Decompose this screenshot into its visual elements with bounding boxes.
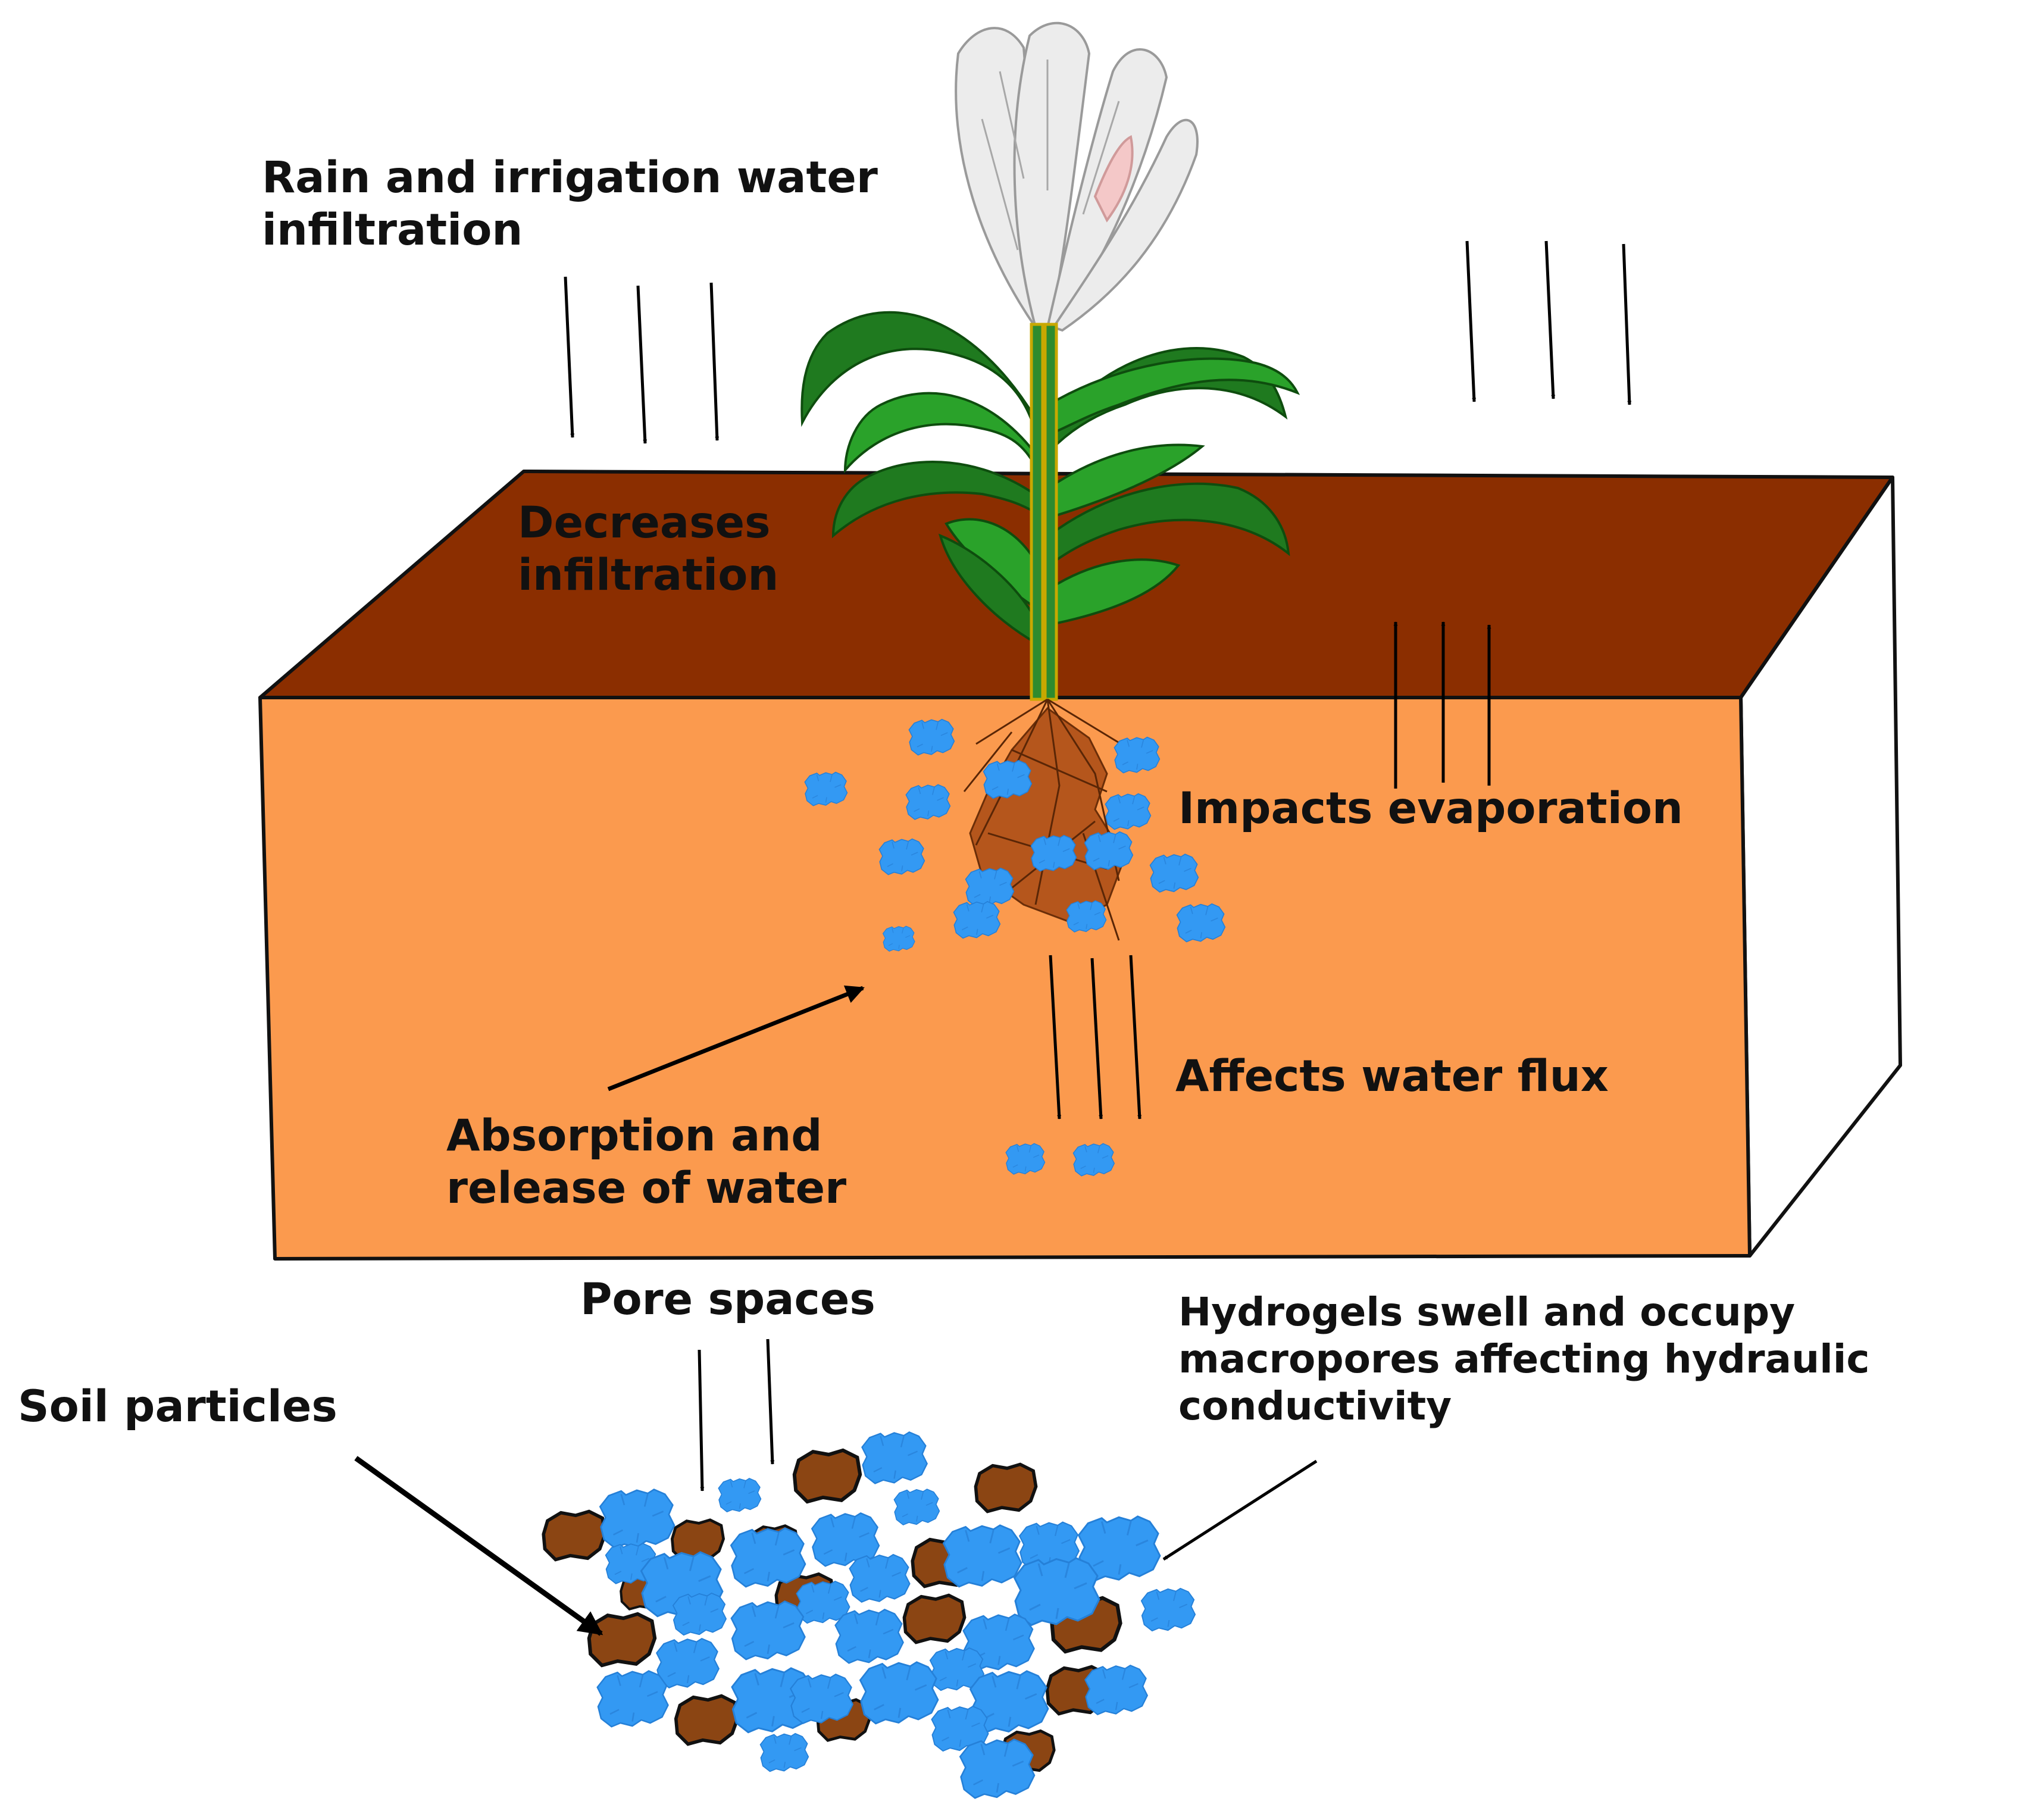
soil-particles-arrow — [354, 1456, 603, 1636]
label-hydrogels-swell: Hydrogels swell and occupy macropores af… — [1178, 1289, 1869, 1430]
plant-tassel — [955, 21, 1199, 332]
pore-spaces-arrow-1 — [698, 1349, 705, 1491]
label-hydrogels-line2: macropores affecting hydraulic — [1178, 1336, 1870, 1383]
label-decreases-line2: infiltration — [518, 549, 779, 601]
label-rain-line2: infiltration — [262, 204, 523, 255]
hydrogels-arrow — [1162, 1459, 1318, 1561]
label-absorption-release: Absorption and release of water — [446, 1110, 846, 1214]
label-hydrogels-line3: conductivity — [1178, 1383, 1452, 1430]
label-rain-line1: Rain and irrigation water — [262, 152, 878, 203]
label-soil-particles: Soil particles — [18, 1381, 337, 1432]
plant-leaves — [800, 311, 1300, 645]
pore-spaces-arrow-2 — [766, 1339, 775, 1465]
label-pore-spaces: Pore spaces — [580, 1274, 875, 1325]
label-decreases-infiltration: Decreases infiltration — [518, 497, 778, 601]
soil-block-front — [258, 696, 1752, 1261]
infiltration-arrows-right — [1465, 240, 1632, 405]
plant-stalk — [1030, 323, 1058, 701]
label-affects-water-flux: Affects water flux — [1175, 1051, 1609, 1102]
label-decreases-line1: Decreases — [518, 498, 771, 548]
water-flux-arrows — [1049, 955, 1142, 1119]
label-hydrogels-line1: Hydrogels swell and occupy — [1178, 1289, 1796, 1335]
cluster-pointer-arrows — [354, 1339, 1318, 1636]
soil-block — [258, 470, 1902, 1261]
label-impacts-evaporation: Impacts evaporation — [1178, 783, 1683, 834]
label-absorption-line1: Absorption and — [446, 1111, 822, 1161]
infiltration-arrows-left — [564, 276, 720, 444]
label-rain-infiltration: Rain and irrigation water infiltration — [262, 152, 878, 256]
label-absorption-line2: release of water — [446, 1162, 847, 1214]
evaporation-arrows — [1393, 621, 1491, 789]
absorption-pointer-arrow — [607, 985, 865, 1092]
